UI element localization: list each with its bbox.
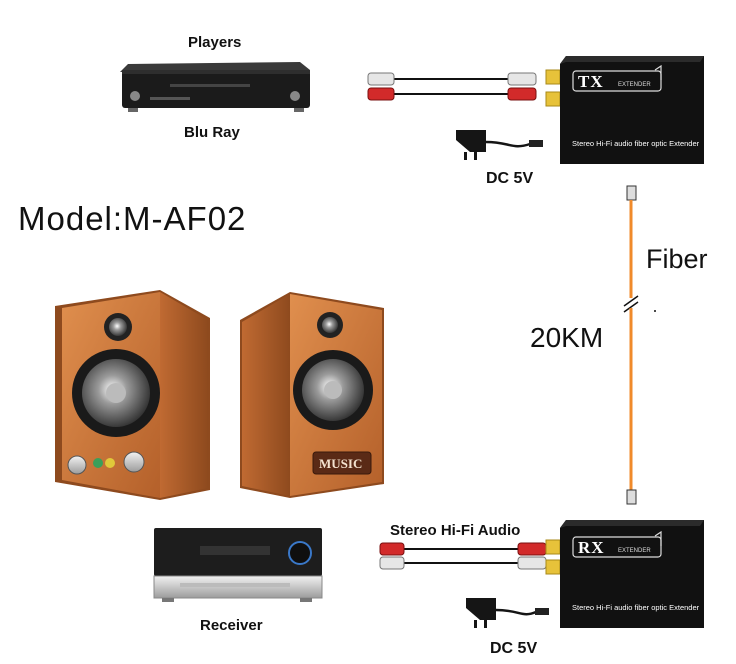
av-receiver <box>153 528 323 602</box>
receiver-label: Receiver <box>200 617 263 634</box>
stereo-audio-label: Stereo Hi-Fi Audio <box>390 522 521 539</box>
rx-logo-sub: EXTENDER <box>618 548 651 554</box>
tx-extender-box <box>545 56 704 164</box>
tx-caption: Stereo Hi-Fi audio fiber optic Extender <box>572 139 700 148</box>
players-label: Players <box>188 34 242 51</box>
left-speaker <box>55 290 210 500</box>
blu-ray-rca-cable <box>367 72 537 101</box>
power-adapter-top <box>456 130 543 160</box>
power-adapter-bottom <box>466 598 549 628</box>
blu-ray-player <box>120 62 310 112</box>
right-speaker <box>240 292 384 498</box>
blu-ray-label: Blu Ray <box>184 124 240 141</box>
dc-5v-bottom-label: DC 5V <box>490 640 538 657</box>
tx-logo-sub: EXTENDER <box>618 82 651 88</box>
rx-logo: RX <box>578 538 605 557</box>
distance-label: 20KM <box>530 322 604 353</box>
rx-caption: Stereo Hi-Fi audio fiber optic Extender <box>572 603 700 612</box>
fiber-label: Fiber <box>646 244 708 274</box>
tx-logo: TX <box>578 72 604 91</box>
dc-5v-top-label: DC 5V <box>486 170 534 187</box>
rx-extender-box <box>545 520 704 628</box>
music-badge: MUSIC <box>319 456 363 471</box>
fiber-cable <box>623 185 656 505</box>
model-label: Model:M-AF02 <box>18 200 247 237</box>
receiver-rca-cable <box>379 542 547 570</box>
